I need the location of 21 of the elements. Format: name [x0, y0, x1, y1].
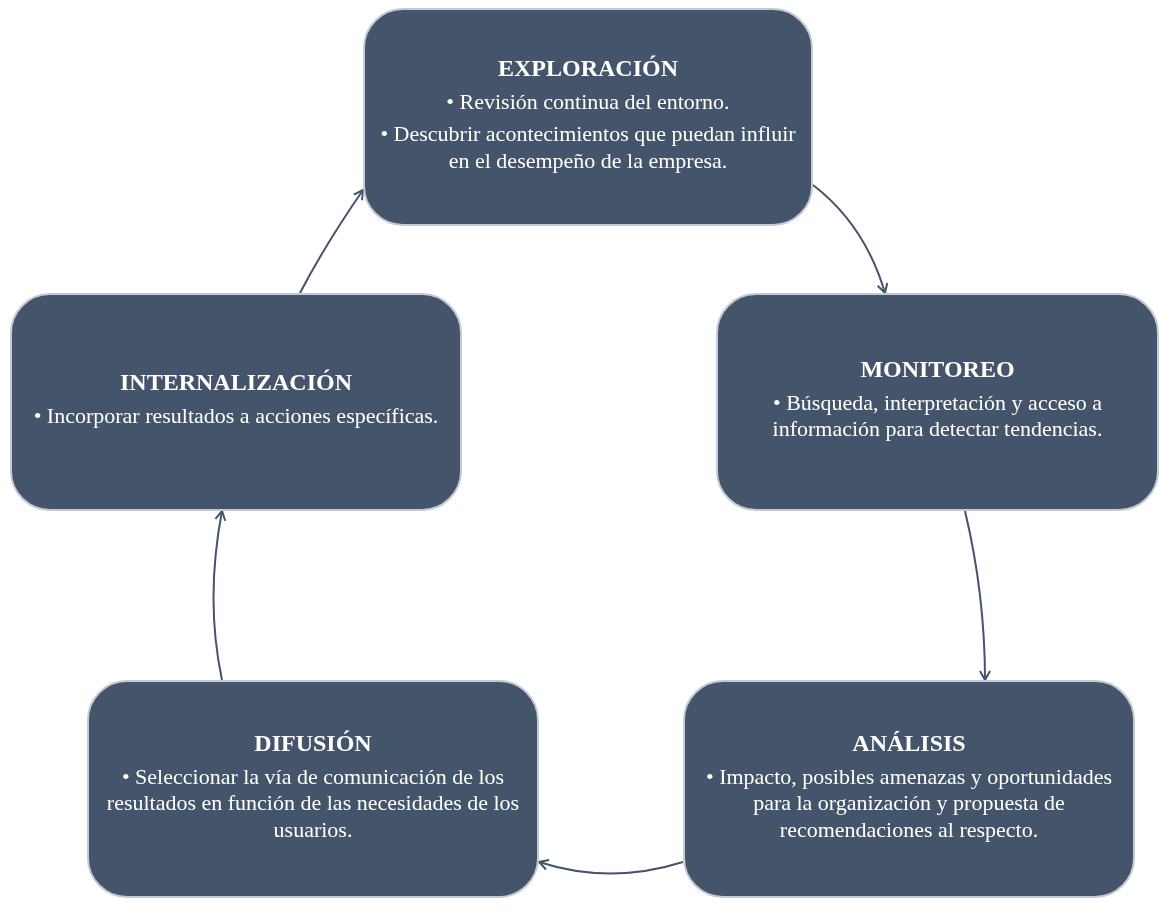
step-description: • Búsqueda, interpretación y acceso a información para detectar tendencias. — [771, 390, 1104, 443]
process-step-box — [683, 680, 1135, 898]
arrow — [299, 189, 364, 294]
step-description: • Impacto, posibles amenazas y oportunidades para la organización y propuesta de recomendaciones al respecto. — [704, 763, 1113, 843]
process-step-box — [716, 293, 1159, 511]
arrow — [212, 510, 227, 681]
process-step-box — [87, 680, 539, 898]
step-description: • Revisión continua del entorno. — [446, 88, 730, 116]
process-step-box — [10, 293, 462, 511]
step-heading: INTERNALIZACIÓN — [119, 368, 352, 398]
step-description: • Incorporar resultados a acciones específicas. — [33, 403, 439, 430]
arrow — [812, 184, 889, 294]
step-heading: EXPLORACIÓN — [498, 54, 678, 83]
process-step-box — [363, 8, 813, 226]
step-heading: MONITOREO — [860, 355, 1015, 384]
step-description: • Descubrir acontecimientos que puedan influir en el desempeño de la empresa. — [379, 121, 797, 174]
step-heading: DIFUSIÓN — [254, 729, 372, 758]
step-description: • Seleccionar la vía de comunicación de los resultados en función de las necesidades de los usuarios. — [105, 763, 521, 843]
arrow — [538, 858, 684, 875]
step-heading: ANÁLISIS — [852, 729, 966, 758]
arrow — [964, 510, 991, 681]
